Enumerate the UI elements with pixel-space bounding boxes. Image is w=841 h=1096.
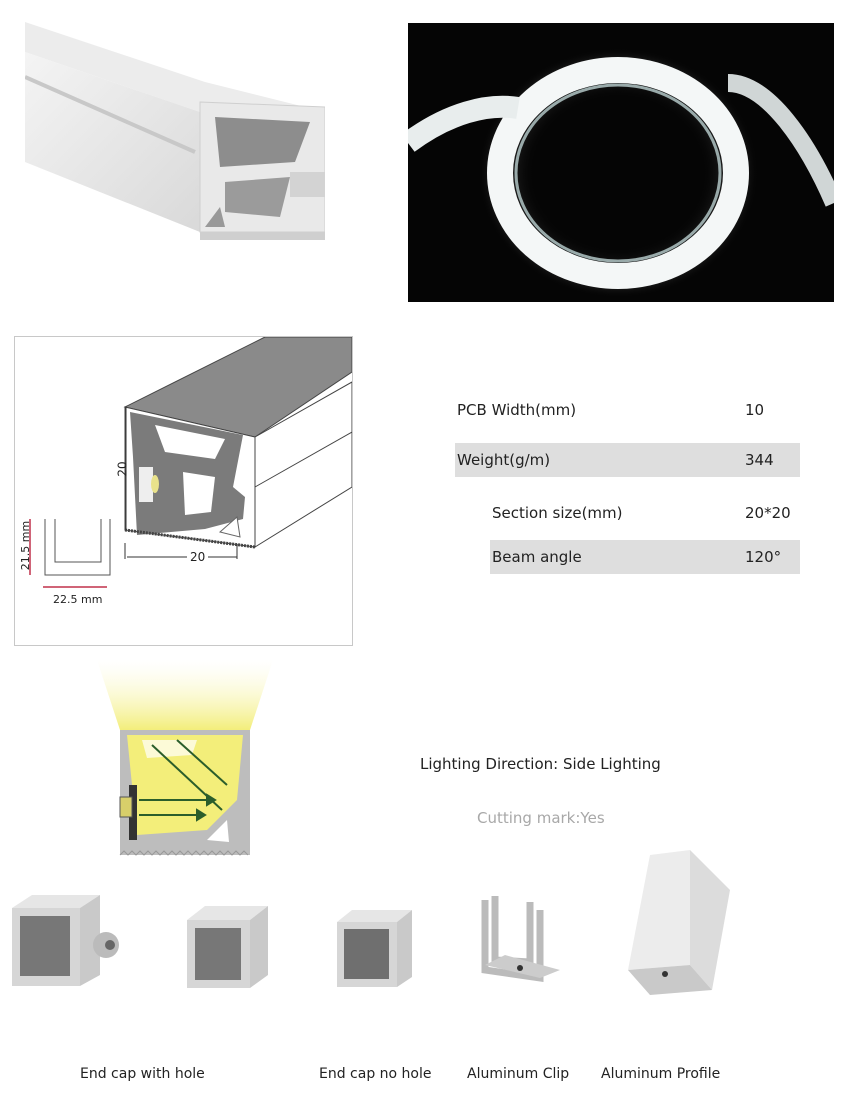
spec-value: 20*20	[745, 504, 791, 522]
lighting-direction-text: Lighting Direction: Side Lighting	[420, 755, 661, 773]
end-cap-no-hole-image-2	[337, 910, 412, 987]
accessory-label: Aluminum Profile	[601, 1066, 721, 1082]
spec-row: PCB Width(mm) 10	[455, 393, 800, 427]
accessory-label: End cap no hole	[319, 1066, 432, 1082]
accessories-images	[12, 850, 730, 995]
spec-label: PCB Width(mm)	[457, 401, 577, 419]
spec-label: Section size(mm)	[492, 504, 623, 522]
spec-label: Weight(g/m)	[457, 451, 551, 469]
spec-row: Section size(mm) 20*20	[490, 496, 800, 530]
width-dimension: 20	[187, 550, 209, 564]
cutting-mark-text: Cutting mark:Yes	[477, 809, 605, 827]
clip-width-dimension: 22.5 mm	[53, 593, 103, 606]
dimension-diagram: 20 20 21.5 mm 22.5 mm	[14, 336, 353, 646]
end-cap-with-hole-image	[12, 895, 119, 986]
accessory-label: Aluminum Clip	[467, 1066, 570, 1082]
aluminum-clip-image	[481, 896, 560, 983]
clip-height-dimension: 21.5 mm	[19, 520, 33, 571]
spec-value: 120°	[745, 548, 782, 566]
neon-profile-render	[25, 22, 325, 240]
spec-row: Weight(g/m) 344	[455, 443, 800, 477]
spec-row: Beam angle 120°	[490, 540, 800, 574]
spec-value: 10	[745, 401, 765, 419]
end-cap-no-hole-image	[187, 906, 268, 988]
height-dimension: 20	[115, 461, 130, 477]
accessory-label: End cap with hole	[80, 1066, 205, 1082]
spec-value: 344	[745, 451, 774, 469]
lighting-direction-diagram	[97, 660, 273, 856]
aluminum-profile-image	[628, 850, 730, 995]
glowing-neon-photo	[401, 23, 841, 302]
spec-label: Beam angle	[492, 548, 582, 566]
